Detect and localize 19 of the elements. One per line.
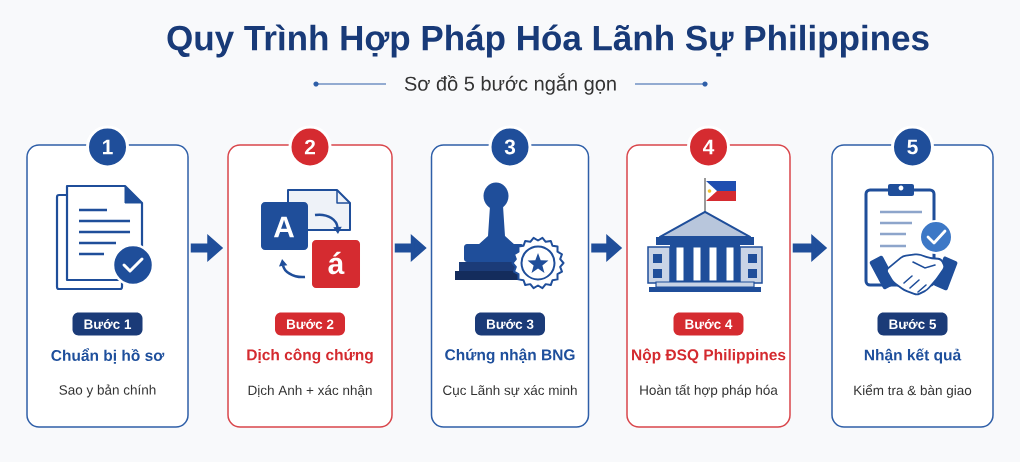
step-title: Chuẩn bị hồ sơ [51, 348, 165, 364]
icon-letter: A [273, 216, 295, 238]
step-title: Dịch công chứng [247, 348, 373, 364]
title: Quy Trình Hợp Pháp Hóa Lãnh Sự Philippines [167, 24, 929, 58]
step-badge: Bước 2 [275, 312, 345, 336]
step-title: Nộp ĐSQ Philippines [632, 348, 786, 364]
step-description: Kiểm tra & bàn giao [854, 384, 972, 398]
step-description: Cục Lãnh sự xác minh [443, 385, 577, 397]
step-badge: Bước 1 [72, 312, 143, 336]
step-description: Sao y bản chính [59, 384, 156, 398]
step-title: Nhận kết quả [864, 348, 962, 364]
step-badge: Bước 3 [475, 312, 545, 336]
subtitle: Sơ đồ 5 bước ngắn gọn [404, 73, 616, 95]
step-description: Hoàn tất hợp pháp hóa [640, 384, 778, 398]
step-description: Dịch Anh + xác nhận [248, 385, 372, 397]
step-badge: Bước 5 [877, 312, 948, 336]
step-badge: Bước 4 [673, 312, 744, 336]
icon-letter: á [328, 251, 345, 275]
step-title: Chứng nhận BNG [445, 348, 575, 364]
